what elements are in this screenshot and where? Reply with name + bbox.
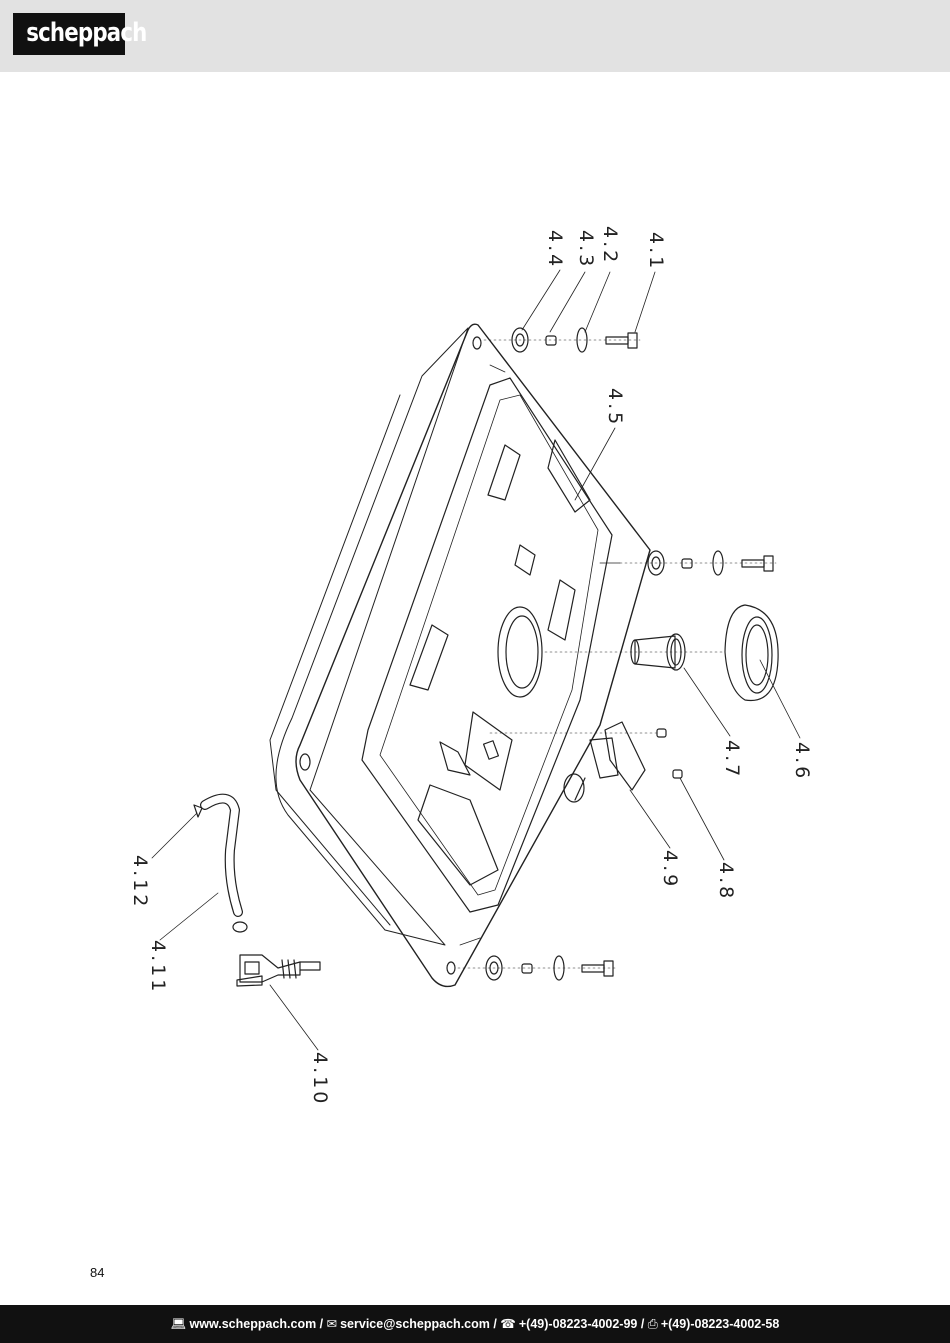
label-4-6: 4.6 — [791, 742, 813, 781]
page-footer: 💻︎www.scheppach.com / ✉service@scheppach… — [0, 1305, 950, 1343]
footer-website[interactable]: www.scheppach.com — [189, 1317, 317, 1331]
fuel-cap — [724, 604, 779, 702]
label-4-12: 4.12 — [129, 855, 151, 909]
hose-clamp-bottom — [232, 921, 248, 933]
label-4-4: 4.4 — [544, 230, 566, 269]
page-header: scheppach — [0, 0, 950, 72]
phone-icon: ☎ — [500, 1317, 516, 1331]
brand-logo: scheppach — [13, 13, 147, 55]
page-number: 84 — [90, 1265, 105, 1280]
laptop-icon: 💻︎ — [170, 1317, 187, 1331]
label-4-3: 4.3 — [575, 230, 597, 269]
mount-hardware-bottom — [457, 955, 616, 981]
gauge-screws — [489, 728, 683, 779]
tank-pocket-top — [547, 439, 591, 513]
mount-hole-top — [472, 336, 482, 350]
tank-back-body — [275, 327, 469, 946]
tank-filler-neck — [497, 606, 543, 698]
footer-fax: +(49)-08223-4002-58 — [660, 1317, 780, 1331]
mount-hardware-middle — [619, 550, 777, 576]
label-4-10: 4.10 — [309, 1052, 331, 1106]
label-4-11: 4.11 — [147, 940, 169, 994]
footer-phone: +(49)-08223-4002-99 — [518, 1317, 638, 1331]
label-4-7: 4.7 — [721, 740, 743, 779]
label-4-1: 4.1 — [645, 232, 667, 271]
tank-pocket-mid — [409, 624, 449, 691]
mount-hole-bottom — [446, 961, 456, 975]
label-4-8: 4.8 — [715, 862, 737, 901]
hose-clamp-top — [193, 804, 203, 818]
tank-top-surface — [361, 377, 613, 913]
label-4-9: 4.9 — [659, 850, 681, 889]
tank-pocket-low — [417, 784, 499, 886]
tank-side-edge — [269, 394, 401, 926]
label-4-2: 4.2 — [599, 226, 621, 265]
mount-hole-left — [299, 753, 311, 771]
tank-flange-plate — [295, 323, 651, 988]
fuel-valve — [236, 954, 321, 987]
fuel-gauge — [563, 721, 646, 803]
fuel-strainer — [544, 633, 726, 671]
mail-icon: ✉ — [326, 1317, 338, 1331]
leader-lines — [151, 269, 801, 1051]
mount-hardware-top — [483, 327, 641, 353]
fuel-gauge-plate — [464, 711, 513, 791]
footer-email[interactable]: service@scheppach.com — [340, 1317, 490, 1331]
fax-icon: ⎙ — [647, 1317, 658, 1331]
label-4-5: 4.5 — [604, 388, 626, 427]
fuel-tank-exploded-diagram: 4.1 4.2 4.3 4.4 4.5 4.6 4.7 4.8 4.9 4.10… — [129, 226, 813, 1106]
